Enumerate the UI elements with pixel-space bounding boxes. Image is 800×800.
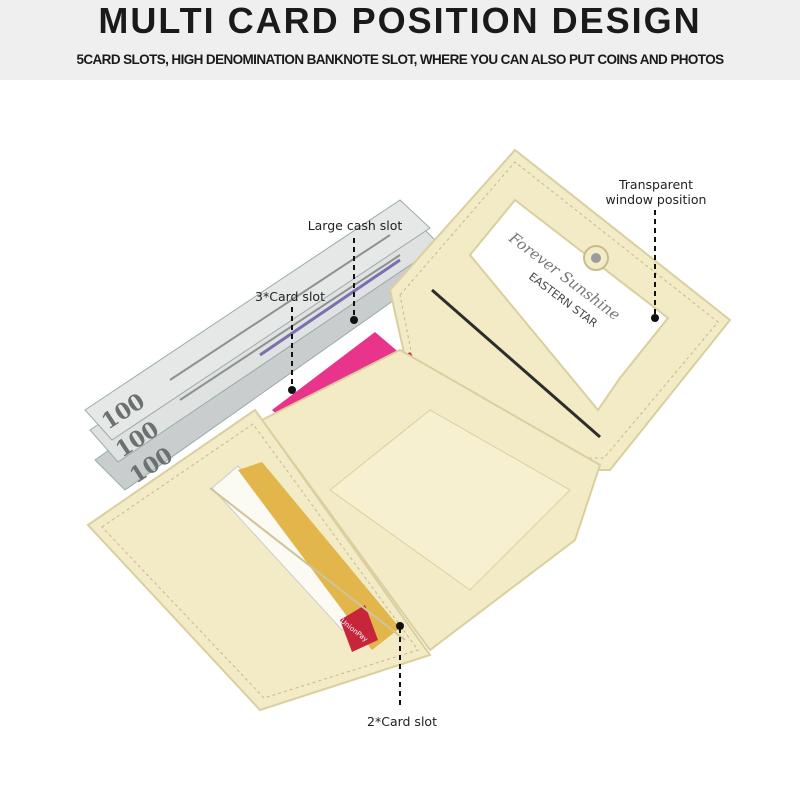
transparent-window — [468, 198, 670, 412]
banknote-stack: 100 100 100 — [84, 199, 449, 491]
callout-line: window position — [605, 192, 707, 207]
wallet-photo: 100 100 100 Forever Sunshine EASTERN STA… — [84, 148, 732, 712]
callout-three-card-slot: 3*Card slot — [255, 289, 325, 304]
header-band — [0, 0, 800, 80]
page-subtitle: 5CARD SLOTS, HIGH DENOMINATION BANKNOTE … — [76, 52, 724, 67]
page-title: MULTI CARD POSITION DESIGN — [98, 0, 702, 41]
callout-transparent-window: Transparent window position — [596, 177, 716, 207]
callout-large-cash-slot: Large cash slot — [307, 218, 403, 233]
callout-line: Transparent — [618, 177, 693, 192]
callout-two-card-slot: 2*Card slot — [367, 714, 437, 729]
gold-card — [238, 462, 400, 650]
wallet-front-panel — [86, 408, 432, 712]
